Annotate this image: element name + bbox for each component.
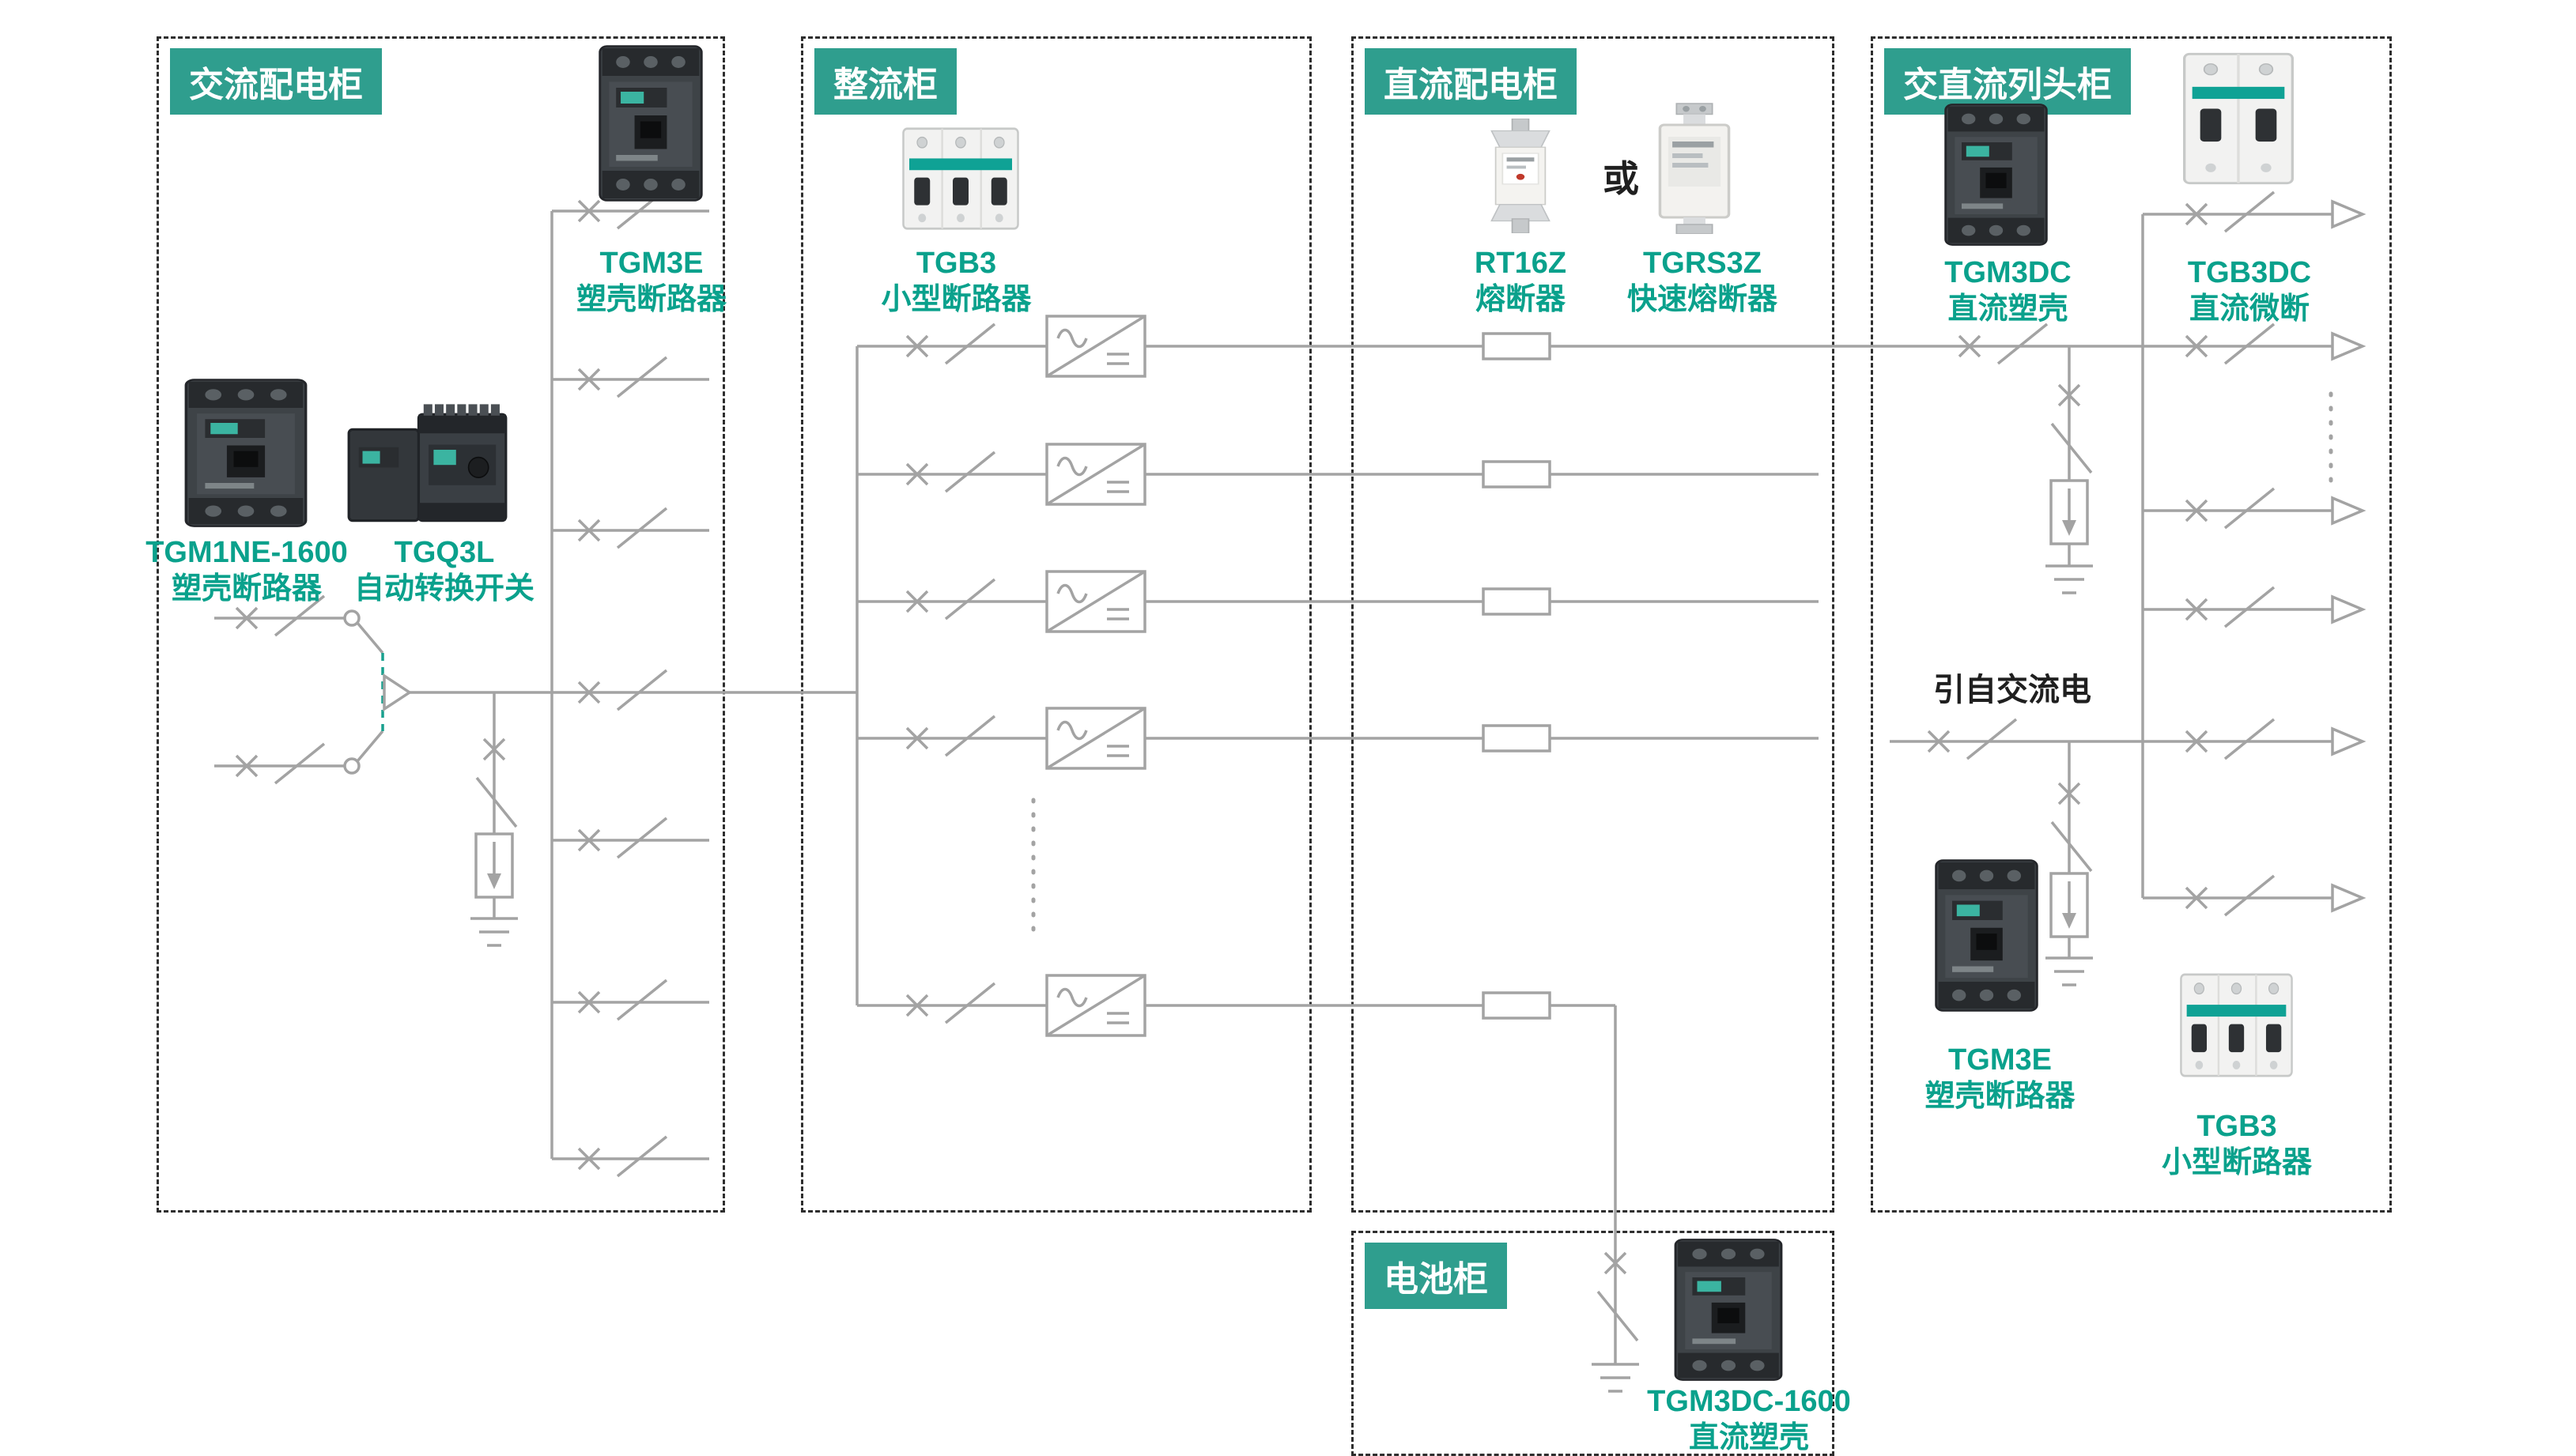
rectifier-cabinet-title: 整流柜	[814, 48, 957, 115]
desc-text: 小型断路器	[2161, 1146, 2312, 1179]
tgb3-rowhead-label: TGB3 小型断路器	[2138, 1108, 2336, 1181]
tgm3e-ac-label: TGM3E 塑壳断路器	[533, 245, 770, 318]
model-text: TGM3DC-1600	[1647, 1385, 1851, 1418]
rowhead-cabinet-wiring	[1890, 190, 2364, 986]
model-text: TGB3	[2196, 1110, 2277, 1143]
model-text: TGB3	[916, 247, 997, 280]
tgm3dc-1600-product-image	[1668, 1238, 1788, 1382]
rectifier-cabinet-wiring	[856, 315, 2143, 1037]
or-note: 或	[1603, 158, 1639, 199]
rt16z-label: RT16Z 熔断器	[1422, 245, 1619, 318]
desc-text: 自动转换开关	[353, 572, 534, 605]
battery-cabinet-box: 电池柜	[1351, 1231, 1834, 1456]
dc-cabinet-wiring	[1482, 332, 1551, 1020]
tgm3e-ac-product-image	[593, 44, 708, 202]
dc-cabinet-box: 直流配电柜	[1351, 36, 1834, 1213]
tgb3dc-product-image	[2179, 47, 2298, 190]
tgm3e-rowhead-label: TGM3E 塑壳断路器	[1899, 1042, 2101, 1115]
dc-cabinet-title: 直流配电柜	[1365, 48, 1577, 115]
tgb3dc-label: TGB3DC 直流微断	[2159, 255, 2340, 327]
desc-text: 小型断路器	[881, 283, 1032, 316]
model-text: RT16Z	[1474, 247, 1567, 280]
desc-text: 直流微断	[2189, 292, 2310, 326]
desc-text: 直流塑壳	[1947, 292, 2068, 326]
desc-text: 快速熔断器	[1626, 283, 1777, 316]
rt16z-product-image	[1472, 119, 1569, 233]
tgq3l-product-image	[346, 399, 508, 526]
rowhead-cabinet-box: 交直流列头柜	[1871, 36, 2392, 1213]
tgm3dc-1600-label: TGM3DC-1600 直流塑壳	[1622, 1383, 1875, 1456]
model-text: TGQ3L	[394, 536, 495, 569]
model-text: TGM3E	[1948, 1043, 2052, 1077]
tgb3-rowhead-product-image	[2179, 966, 2294, 1084]
model-text: TGRS3Z	[1643, 247, 1762, 280]
tgb3-rectifier-label: TGB3 小型断路器	[840, 245, 1073, 318]
model-text: TGM1NE-1600	[145, 536, 348, 569]
model-text: TGM3E	[599, 247, 704, 280]
desc-text: 塑壳断路器	[576, 283, 727, 316]
desc-text: 塑壳断路器	[171, 572, 322, 605]
model-text: TGM3DC	[1944, 256, 2072, 289]
tgb3-rectifier-product-image	[901, 120, 1020, 237]
model-text: TGB3DC	[2187, 256, 2312, 289]
battery-cabinet-wiring	[1590, 1005, 1641, 1393]
desc-text: 熔断器	[1475, 283, 1566, 316]
ac-cabinet-title: 交流配电柜	[170, 48, 382, 115]
tgm1ne-label: TGM1NE-1600 塑壳断路器	[123, 534, 370, 607]
tgrs3z-label: TGRS3Z 快速熔断器	[1603, 245, 1801, 318]
desc-text: 直流塑壳	[1688, 1421, 1809, 1454]
rectifier-cabinet-box: 整流柜	[801, 36, 1312, 1213]
from-ac-note: 引自交流电	[1933, 673, 2091, 707]
tgm3dc-label: TGM3DC 直流塑壳	[1907, 255, 2109, 327]
desc-text: 塑壳断路器	[1924, 1080, 2076, 1113]
battery-cabinet-title: 电池柜	[1365, 1243, 1507, 1309]
rowhead-cabinet-title: 交直流列头柜	[1884, 48, 2131, 115]
ac-cabinet-wiring	[214, 187, 857, 1178]
tgrs3z-product-image	[1646, 101, 1743, 234]
tgm3dc-product-image	[1939, 103, 2053, 247]
ac-cabinet-box: 交流配电柜	[157, 36, 725, 1213]
tgq3l-label: TGQ3L 自动转换开关	[337, 534, 552, 607]
tgm3e-rowhead-product-image	[1929, 858, 2044, 1013]
tgm1ne-product-image	[178, 378, 314, 528]
